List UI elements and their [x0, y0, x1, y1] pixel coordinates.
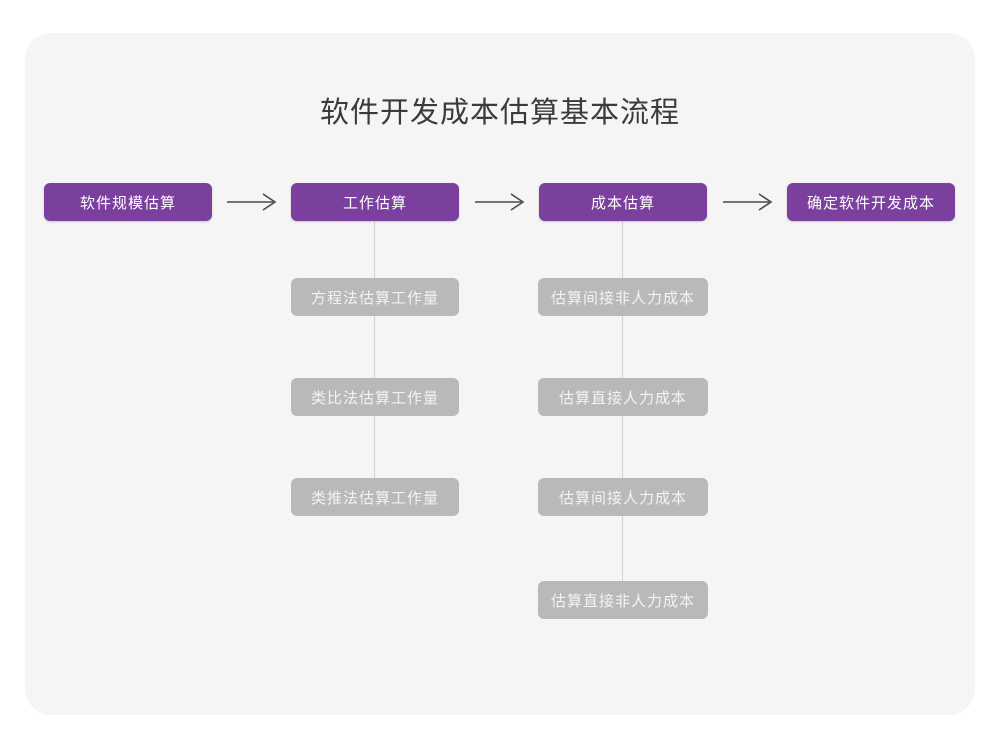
- stage-node-work-estimation[interactable]: 工作估算: [291, 183, 459, 221]
- stage-node-label: 软件规模估算: [79, 194, 176, 212]
- stage-node-software-size-estimation[interactable]: 软件规模估算: [44, 183, 212, 221]
- substep-node-indirect-labor-cost[interactable]: 估算间接人力成本: [538, 478, 708, 516]
- substep-node-inference-method-effort[interactable]: 类推法估算工作量: [291, 478, 459, 516]
- substep-node-label: 估算间接人力成本: [558, 489, 687, 507]
- page-title: 软件开发成本估算基本流程: [319, 97, 680, 129]
- stage-node-determine-development-cost[interactable]: 确定软件开发成本: [787, 183, 955, 221]
- substep-node-label: 方程法估算工作量: [310, 289, 439, 307]
- arrow-right-icon-2: [473, 189, 529, 215]
- substep-node-direct-labor-cost[interactable]: 估算直接人力成本: [538, 378, 708, 416]
- substep-node-analogy-method-effort[interactable]: 类比法估算工作量: [291, 378, 459, 416]
- arrow-right-icon-3: [721, 189, 777, 215]
- stage-node-label: 工作估算: [342, 194, 407, 212]
- substep-node-label: 估算间接非人力成本: [550, 289, 695, 307]
- substep-node-indirect-non-labor-cost[interactable]: 估算间接非人力成本: [538, 278, 708, 316]
- substep-node-label: 类比法估算工作量: [310, 389, 439, 407]
- arrow-right-icon-1: [225, 189, 281, 215]
- stage-node-label: 确定软件开发成本: [806, 194, 935, 212]
- substep-node-label: 估算直接非人力成本: [550, 592, 695, 610]
- stage-node-label: 成本估算: [590, 194, 655, 212]
- content-card: [25, 33, 975, 715]
- substep-node-label: 估算直接人力成本: [558, 389, 687, 407]
- substep-node-direct-non-labor-cost[interactable]: 估算直接非人力成本: [538, 581, 708, 619]
- stage-node-cost-estimation[interactable]: 成本估算: [539, 183, 707, 221]
- substep-node-equation-method-effort[interactable]: 方程法估算工作量: [291, 278, 459, 316]
- connector-line-stage-2: [374, 210, 375, 496]
- substep-node-label: 类推法估算工作量: [310, 489, 439, 507]
